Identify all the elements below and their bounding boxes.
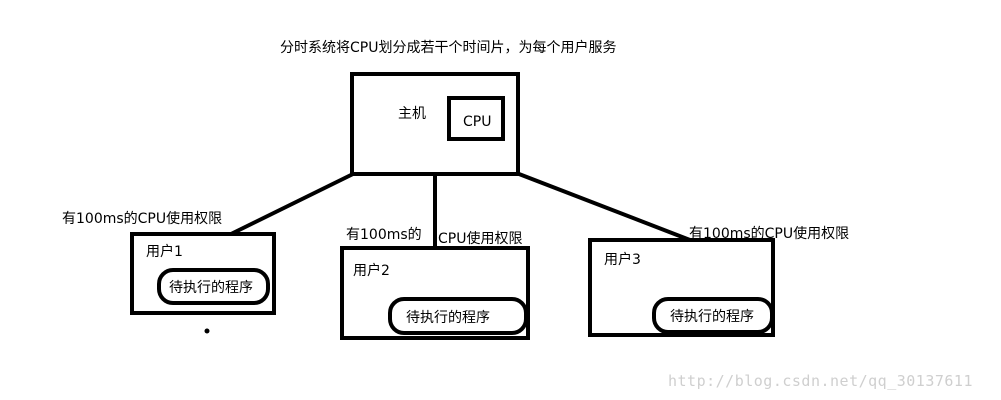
user2-quota-label-part1: 有100ms的	[346, 227, 422, 243]
cpu-box: CPU	[447, 96, 505, 141]
user3-label: 用户3	[604, 252, 641, 268]
user2-quota-label-part2: CPU使用权限	[438, 231, 523, 247]
user1-task-label: 待执行的程序	[169, 280, 253, 296]
user1-label: 用户1	[146, 244, 183, 260]
stray-dot	[204, 328, 210, 334]
user3-task-pill: 待执行的程序	[652, 297, 774, 334]
user2-box: 用户2 待执行的程序	[340, 246, 530, 340]
diagram-caption: 分时系统将CPU划分成若干个时间片，为每个用户服务	[280, 40, 617, 56]
line-host-to-user3	[518, 172, 691, 242]
host-box: 主机 CPU	[350, 72, 520, 176]
user2-task-pill: 待执行的程序	[388, 297, 528, 335]
user1-quota-label: 有100ms的CPU使用权限	[62, 211, 223, 227]
cpu-label: CPU	[463, 114, 492, 130]
user2-label: 用户2	[353, 263, 390, 279]
watermark: http://blog.csdn.net/qq_30137611	[668, 372, 973, 390]
user2-task-label: 待执行的程序	[406, 310, 490, 326]
user1-box: 用户1 待执行的程序	[130, 232, 276, 315]
user3-box: 用户3 待执行的程序	[588, 238, 775, 337]
host-label: 主机	[398, 106, 426, 122]
line-host-to-user1	[230, 172, 354, 236]
user3-task-label: 待执行的程序	[670, 309, 754, 325]
user1-task-pill: 待执行的程序	[157, 268, 270, 305]
